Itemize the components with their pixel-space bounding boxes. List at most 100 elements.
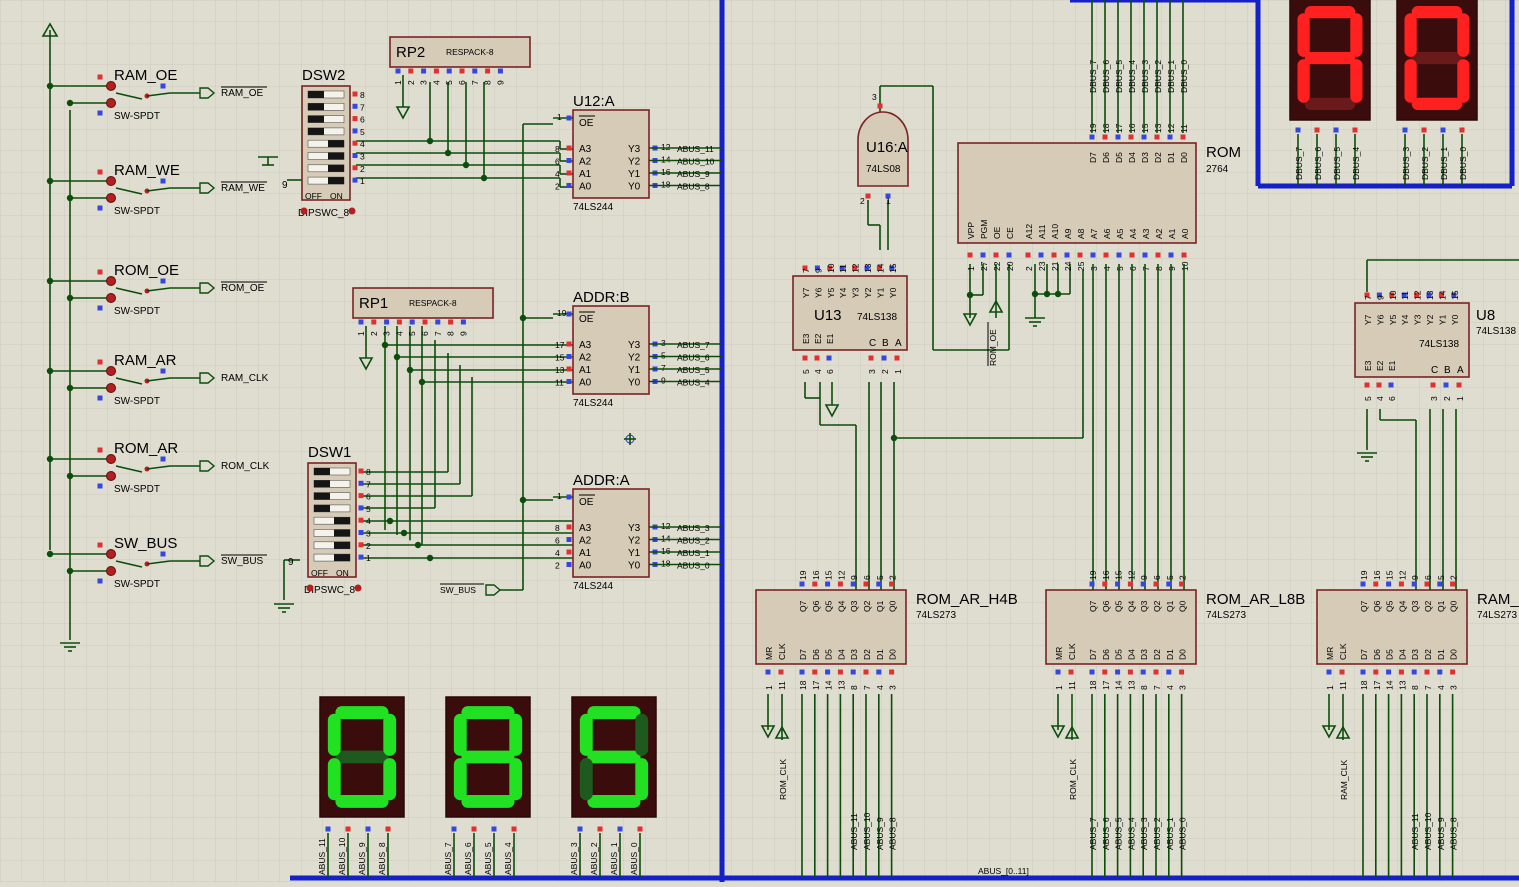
pin-marker — [1153, 581, 1159, 587]
dip-lever[interactable] — [334, 554, 350, 562]
dip-lever[interactable] — [314, 504, 330, 512]
decoder-select: B — [1444, 365, 1451, 376]
terminal-arrow — [1064, 725, 1080, 739]
register-ctrl-label: MR — [1325, 647, 1335, 660]
switch-contact — [106, 176, 116, 186]
dip-lever[interactable] — [308, 103, 324, 111]
register-q-label: Q0 — [888, 600, 898, 612]
pin-marker — [358, 468, 364, 474]
pin-marker — [1089, 134, 1095, 140]
switch-type: SW-SPDT — [114, 206, 160, 217]
register-q-label: Q7 — [1359, 600, 1369, 612]
register-pin: 4 — [875, 685, 885, 690]
buffer-net: ABUS_3 — [677, 523, 710, 533]
pin-marker — [1051, 252, 1057, 258]
pin-marker — [1398, 669, 1404, 675]
pin-marker — [812, 669, 818, 675]
buffer-pin: 14 — [661, 534, 671, 544]
dip-pin-number: 4 — [360, 139, 365, 149]
register-abus-net: ABUS_10 — [862, 812, 872, 850]
buffer-pin: 12 — [661, 142, 671, 152]
dip-lever[interactable] — [328, 152, 344, 160]
buffer-type: 74LS244 — [573, 398, 613, 409]
dipswitch-name: DSW1 — [308, 444, 351, 461]
junction-dot — [890, 434, 898, 442]
register-pin: 19 — [798, 570, 808, 580]
decoder-output: Y1 — [875, 287, 885, 298]
buffer-net: ABUS_6 — [677, 353, 710, 363]
register-pin: 8 — [1139, 685, 1149, 690]
register-pin: 17 — [811, 680, 821, 690]
pin-marker — [876, 669, 882, 675]
pin-marker — [1115, 134, 1121, 140]
pin-marker — [1089, 669, 1095, 675]
respack-pin: 8 — [446, 331, 456, 336]
pin-marker — [421, 68, 427, 74]
pin-marker — [352, 165, 358, 171]
pin-marker — [1168, 252, 1174, 258]
dip-lever[interactable] — [328, 140, 344, 148]
buffer-input-label: A1 — [579, 365, 592, 376]
dip-lever[interactable] — [308, 127, 324, 135]
pin-marker — [566, 341, 572, 347]
gate-pin: 2 — [860, 196, 865, 206]
pin-marker — [160, 456, 166, 462]
register-pin: 2 — [1449, 575, 1459, 580]
pin-marker — [358, 530, 364, 535]
dip-pin-number: 4 — [366, 516, 371, 526]
terminal-arrow — [1335, 725, 1351, 739]
buffer-name: ADDR:B — [573, 289, 630, 306]
net-terminal — [199, 460, 216, 472]
register-d-label: D4 — [836, 649, 846, 660]
display-net: ABUS_3 — [569, 842, 579, 875]
junction-dot — [381, 341, 389, 349]
rom-data-label: D2 — [1153, 152, 1163, 163]
dip-lever[interactable] — [328, 164, 344, 172]
pin-marker — [1401, 292, 1407, 298]
register-pin: 18 — [798, 680, 808, 690]
dip-lever[interactable] — [314, 480, 330, 488]
pin-marker — [446, 68, 452, 74]
pin-marker — [863, 581, 869, 587]
rom-data-net: DBUS_2 — [1153, 60, 1163, 93]
dip-lever[interactable] — [334, 517, 350, 525]
net-terminal — [485, 584, 502, 596]
dip-lever[interactable] — [308, 115, 324, 123]
dip-lever[interactable] — [328, 177, 344, 185]
dip-lever[interactable] — [334, 529, 350, 537]
pin-marker — [1388, 382, 1394, 388]
rom-addr-label: A3 — [1141, 228, 1151, 239]
junction-dot — [66, 472, 74, 480]
pin-marker — [889, 669, 895, 675]
switch-contact — [106, 98, 116, 108]
respack-pin: 4 — [394, 331, 404, 336]
register-d-label: D3 — [1410, 649, 1420, 660]
register-pin: 7 — [862, 685, 872, 690]
decoder-pin: 13 — [863, 263, 873, 273]
pin-marker — [885, 193, 891, 199]
register-abus-net: ABUS_6 — [1101, 817, 1111, 850]
junction-dot — [46, 550, 54, 558]
pin-marker — [358, 480, 364, 486]
dip-lever[interactable] — [314, 492, 330, 500]
dip-lever[interactable] — [334, 541, 350, 549]
pin-marker — [1398, 581, 1404, 587]
respack-pin: 6 — [457, 80, 467, 85]
dip-lever[interactable] — [308, 91, 324, 98]
terminal-arrow — [774, 725, 790, 739]
switch-contact — [106, 193, 116, 203]
junction-dot — [66, 294, 74, 302]
dip-lever[interactable] — [314, 468, 330, 475]
buffer-pin: 8 — [555, 144, 560, 154]
register-abus-net: ABUS_4 — [1126, 817, 1136, 850]
